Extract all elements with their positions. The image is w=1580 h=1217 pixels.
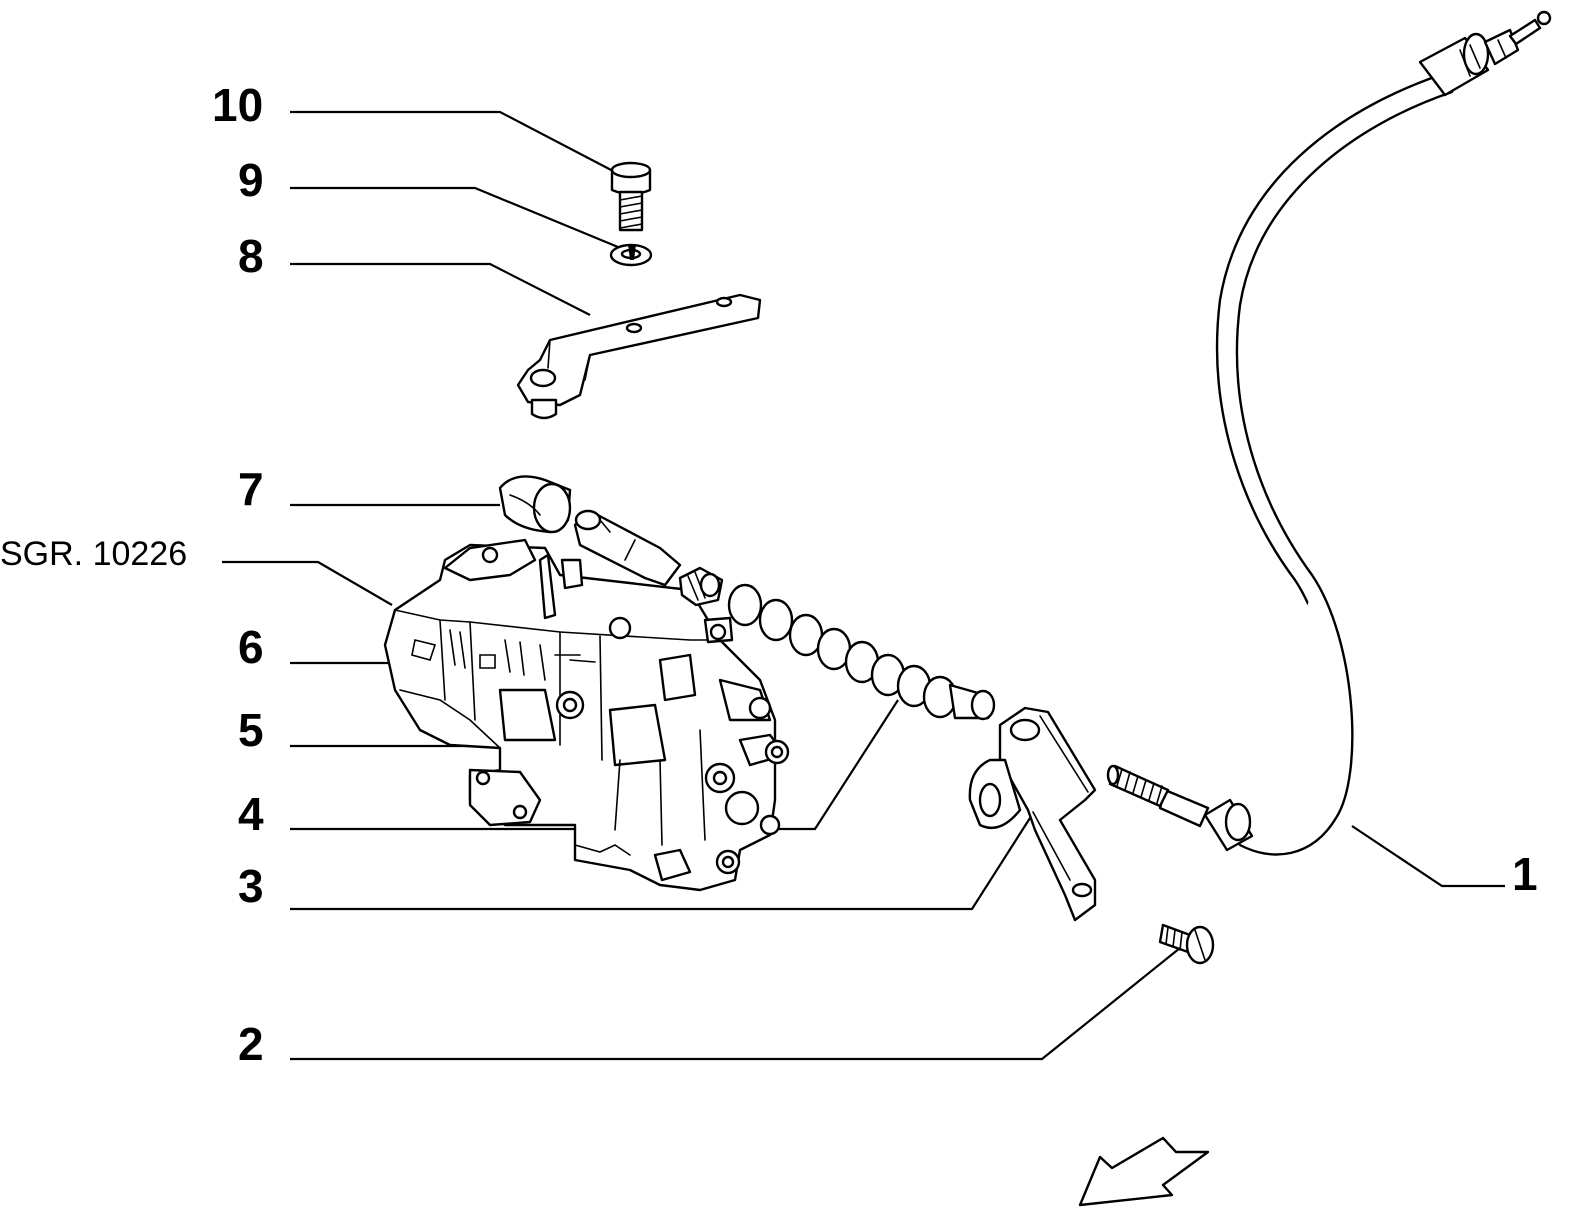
rubber-cap-part-7 [498, 475, 572, 534]
leader-4 [290, 699, 899, 831]
leader-2 [290, 947, 1181, 1061]
leader-9 [290, 186, 619, 249]
callout-sgr-reference: SGR. 10226 [0, 535, 187, 573]
front-direction-arrow-icon [1078, 1136, 1210, 1207]
callout-8: 8 [238, 230, 264, 282]
bellows-boot-part-4 [727, 583, 996, 721]
callout-2: 2 [238, 1018, 264, 1070]
leader-10 [290, 110, 616, 173]
bolt-part-10 [610, 161, 652, 232]
callout-7: 7 [238, 463, 264, 515]
leader-3 [290, 817, 1031, 911]
callout-10: 10 [212, 79, 263, 131]
callout-9: 9 [238, 154, 264, 206]
leader-8 [290, 262, 591, 316]
callout-3: 3 [238, 860, 264, 912]
callout-4: 4 [238, 788, 264, 840]
mounting-bracket-part-8 [516, 293, 762, 420]
sleeve-part-6 [573, 509, 682, 587]
lock-washer-part-9 [609, 243, 653, 267]
accelerator-cable-part-1 [1106, 10, 1552, 856]
callout-6: 6 [238, 621, 264, 673]
adjuster-nut-part-5 [678, 566, 724, 607]
injection-pump-assembly [383, 538, 790, 892]
support-lever-part-3 [968, 706, 1097, 922]
screw-part-2 [1158, 923, 1215, 965]
leader-1 [1351, 825, 1505, 888]
callout-1: 1 [1512, 848, 1538, 900]
callout-5: 5 [238, 704, 264, 756]
leader-sgr [222, 560, 393, 606]
